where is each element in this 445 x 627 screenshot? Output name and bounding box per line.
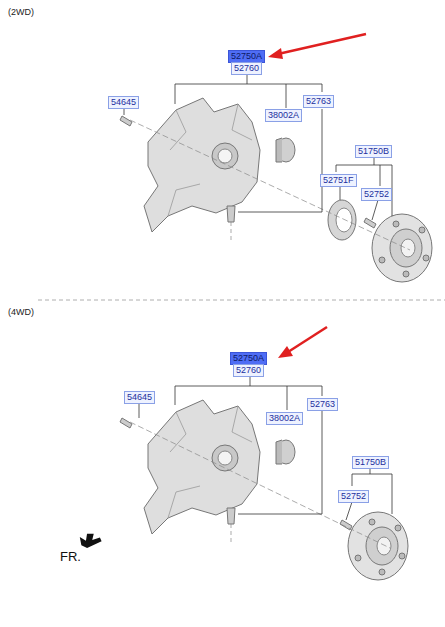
callout-number: 52751F [320,174,357,187]
section-heading: (2WD) [8,8,34,17]
callout-number: 52752 [338,490,369,503]
callout-number: 52752 [361,188,392,201]
section-heading: (4WD) [8,308,34,317]
callout-number: 54645 [108,96,139,109]
callout-number: 51750B [355,145,392,158]
front-direction-label: FR. [60,550,81,563]
callout-number: 52760 [231,62,262,75]
callout-number: 52760 [233,364,264,377]
callout-number: 51750B [352,456,389,469]
callout-number: 52763 [307,398,338,411]
callout-number: 54645 [124,391,155,404]
callout-number: 38002A [266,412,303,425]
callout-number: 38002A [265,109,302,122]
callout-number: 52763 [303,95,334,108]
